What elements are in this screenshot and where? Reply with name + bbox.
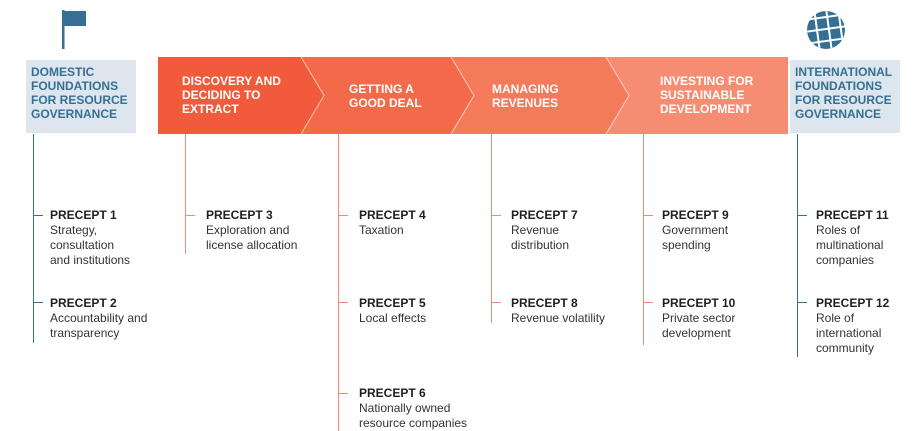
- precept-7: PRECEPT 7 Revenue distribution: [511, 208, 578, 253]
- tick: [644, 215, 653, 216]
- line-good-deal: [338, 134, 339, 431]
- stage-arrow-4: [606, 57, 788, 134]
- tick: [798, 302, 807, 303]
- precept-title: PRECEPT 6: [359, 386, 426, 400]
- line-international: [797, 134, 798, 357]
- precept-12: PRECEPT 12 Role of international communi…: [816, 296, 889, 356]
- precept-5: PRECEPT 5 Local effects: [359, 296, 426, 326]
- precept-desc: Nationally owned resource companies: [359, 401, 468, 430]
- precept-1: PRECEPT 1 Strategy, consultation and ins…: [50, 208, 130, 268]
- tick: [34, 215, 43, 216]
- precept-title: PRECEPT 4: [359, 208, 426, 222]
- precept-10: PRECEPT 10 Private sector development: [662, 296, 735, 341]
- precept-9: PRECEPT 9 Government spending: [662, 208, 729, 253]
- precept-8: PRECEPT 8 Revenue volatility: [511, 296, 605, 326]
- precept-2: PRECEPT 2 Accountability and transparenc…: [50, 296, 147, 341]
- precept-title: PRECEPT 3: [206, 208, 273, 222]
- precept-desc: Revenue volatility: [511, 311, 606, 325]
- tick: [339, 215, 348, 216]
- precept-11: PRECEPT 11 Roles of multinational compan…: [816, 208, 889, 268]
- precept-title: PRECEPT 10: [662, 296, 736, 310]
- precept-desc: Role of international community: [816, 311, 882, 355]
- stage-arrow-2: [301, 57, 474, 134]
- precept-title: PRECEPT 8: [511, 296, 578, 310]
- stage-arrow-3: [451, 57, 629, 134]
- tick: [492, 302, 501, 303]
- precept-4: PRECEPT 4 Taxation: [359, 208, 426, 238]
- precept-title: PRECEPT 11: [816, 208, 889, 222]
- tick: [339, 302, 348, 303]
- precept-desc: Exploration and license allocation: [206, 223, 298, 252]
- precept-3: PRECEPT 3 Exploration and license alloca…: [206, 208, 297, 253]
- precept-title: PRECEPT 7: [511, 208, 578, 222]
- international-foundations-title: INTERNATIONAL FOUNDATIONS FOR RESOURCE G…: [795, 65, 892, 121]
- precept-desc: Strategy, consultation and institutions: [50, 223, 131, 267]
- stage-arrow-1: [158, 57, 324, 134]
- precept-desc: Accountability and transparency: [50, 311, 148, 340]
- tick: [339, 393, 348, 394]
- precept-desc: Revenue distribution: [511, 223, 570, 252]
- line-domestic: [33, 134, 34, 343]
- line-revenues: [491, 134, 492, 323]
- precept-desc: Roles of multinational companies: [816, 223, 884, 267]
- stage-label-managing-revenues: MANAGING REVENUES: [492, 82, 559, 110]
- precept-desc: Local effects: [359, 311, 427, 325]
- precept-desc: Private sector development: [662, 311, 736, 340]
- international-foundations-box: INTERNATIONAL FOUNDATIONS FOR RESOURCE G…: [790, 60, 900, 133]
- tick: [644, 302, 653, 303]
- precept-title: PRECEPT 1: [50, 208, 117, 222]
- line-investing: [643, 134, 644, 345]
- precept-title: PRECEPT 12: [816, 296, 890, 310]
- precept-desc: Taxation: [359, 223, 404, 237]
- tick: [798, 215, 807, 216]
- precept-title: PRECEPT 2: [50, 296, 117, 310]
- domestic-foundations-title: DOMESTIC FOUNDATIONS FOR RESOURCE GOVERN…: [31, 65, 128, 121]
- stage-label-good-deal: GETTING A GOOD DEAL: [349, 82, 422, 110]
- stage-label-investing: INVESTING FOR SUSTAINABLE DEVELOPMENT: [660, 74, 754, 116]
- stage-arrows: [158, 57, 788, 134]
- precept-title: PRECEPT 5: [359, 296, 426, 310]
- line-discovery: [185, 134, 186, 254]
- domestic-foundations-box: DOMESTIC FOUNDATIONS FOR RESOURCE GOVERN…: [26, 60, 136, 133]
- globe-icon: [804, 8, 848, 52]
- flag-icon: [60, 8, 88, 50]
- tick: [34, 302, 43, 303]
- tick: [186, 215, 195, 216]
- precept-desc: Government spending: [662, 223, 729, 252]
- stage-label-discovery: DISCOVERY AND DECIDING TO EXTRACT: [182, 74, 281, 116]
- tick: [492, 215, 501, 216]
- precept-6: PRECEPT 6 Nationally owned resource comp…: [359, 386, 467, 431]
- precept-title: PRECEPT 9: [662, 208, 729, 222]
